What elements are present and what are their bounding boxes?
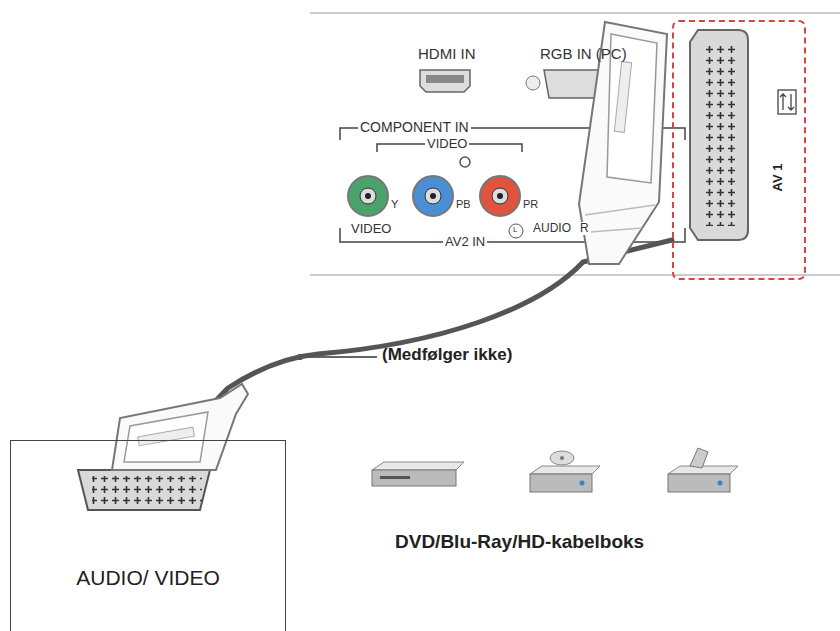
node-text: AV 1 [770, 164, 785, 192]
port-label: PB [456, 198, 471, 210]
port-label: COMPONENT IN [358, 120, 471, 135]
port-label: AUDIO [531, 222, 573, 235]
tv-scart-socket [690, 30, 748, 240]
bluray-player-icon [530, 451, 600, 492]
port-label: R [578, 222, 591, 235]
scart-direction-icon [778, 90, 796, 114]
port-label: RGB IN (PC) [540, 46, 627, 63]
component-jacks [348, 157, 523, 238]
device-box: AUDIO/ VIDEO [10, 440, 286, 631]
node-text: AUDIO/ VIDEO [11, 566, 285, 590]
port-label: Y [391, 198, 398, 210]
hdmi-port [420, 70, 470, 92]
device-scart-plug [112, 384, 248, 470]
av1-port-region: AV 1 [672, 20, 806, 280]
device-socket [78, 470, 210, 510]
device-caption: DVD/Blu-Ray/HD-kabelboks [395, 532, 644, 553]
port-label: PR [523, 198, 538, 210]
port-label: HDMI IN [418, 46, 476, 63]
note-label: (Medfølger ikke) [382, 346, 512, 365]
panel-edges [310, 13, 840, 275]
dvd-player-icon [372, 462, 464, 486]
port-label: L [513, 226, 517, 235]
port-label: VIDEO [425, 137, 469, 151]
cable-box-icon [668, 448, 738, 492]
port-label: VIDEO [349, 222, 393, 236]
port-label: AV2 IN [443, 235, 487, 249]
scart-cable [178, 240, 672, 440]
